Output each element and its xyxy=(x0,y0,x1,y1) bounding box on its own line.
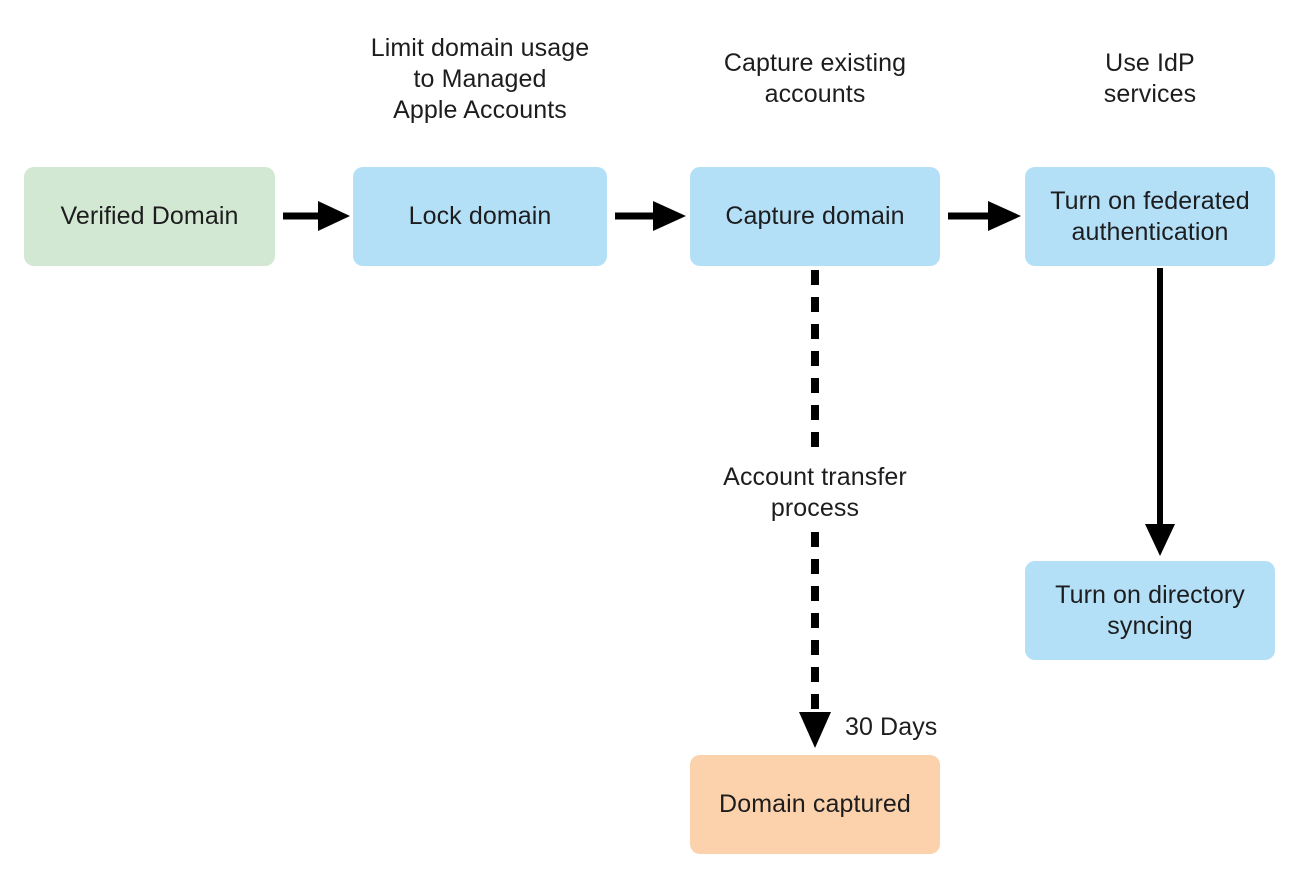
node-turn-on-directory-syncing[interactable]: Turn on directory syncing xyxy=(1025,561,1275,660)
edge-lock-to-capture-arrow xyxy=(615,201,686,231)
node-verified-domain-label: Verified Domain xyxy=(60,202,239,231)
caption-federated-auth: Use IdP services xyxy=(1103,49,1197,108)
node-turn-on-federated-authentication[interactable]: Turn on federated authentication xyxy=(1025,167,1275,266)
node-turn-on-federated-authentication-label: Turn on federated authentication xyxy=(1050,187,1250,246)
node-verified-domain[interactable]: Verified Domain xyxy=(24,167,275,266)
node-lock-domain[interactable]: Lock domain xyxy=(353,167,607,266)
caption-lock-domain: Limit domain usage to Managed Apple Acco… xyxy=(370,34,590,124)
node-capture-domain-label: Capture domain xyxy=(725,202,905,231)
edge-label-thirty-days: 30 Days xyxy=(845,712,985,743)
node-domain-captured-label: Domain captured xyxy=(719,790,911,819)
edge-label-account-transfer-process: Account transfer process xyxy=(690,462,940,524)
edge-federated-to-syncing-arrow xyxy=(1145,268,1175,556)
node-domain-captured[interactable]: Domain captured xyxy=(690,755,940,854)
node-lock-domain-label: Lock domain xyxy=(408,202,552,231)
node-turn-on-directory-syncing-label: Turn on directory syncing xyxy=(1055,581,1245,640)
edge-capture-to-domain-captured-arrow xyxy=(799,270,831,748)
edge-capture-to-federated-arrow xyxy=(948,201,1021,231)
node-capture-domain[interactable]: Capture domain xyxy=(690,167,940,266)
caption-capture-domain: Capture existing accounts xyxy=(723,49,907,108)
edge-verified-to-lock-arrow xyxy=(283,201,350,231)
